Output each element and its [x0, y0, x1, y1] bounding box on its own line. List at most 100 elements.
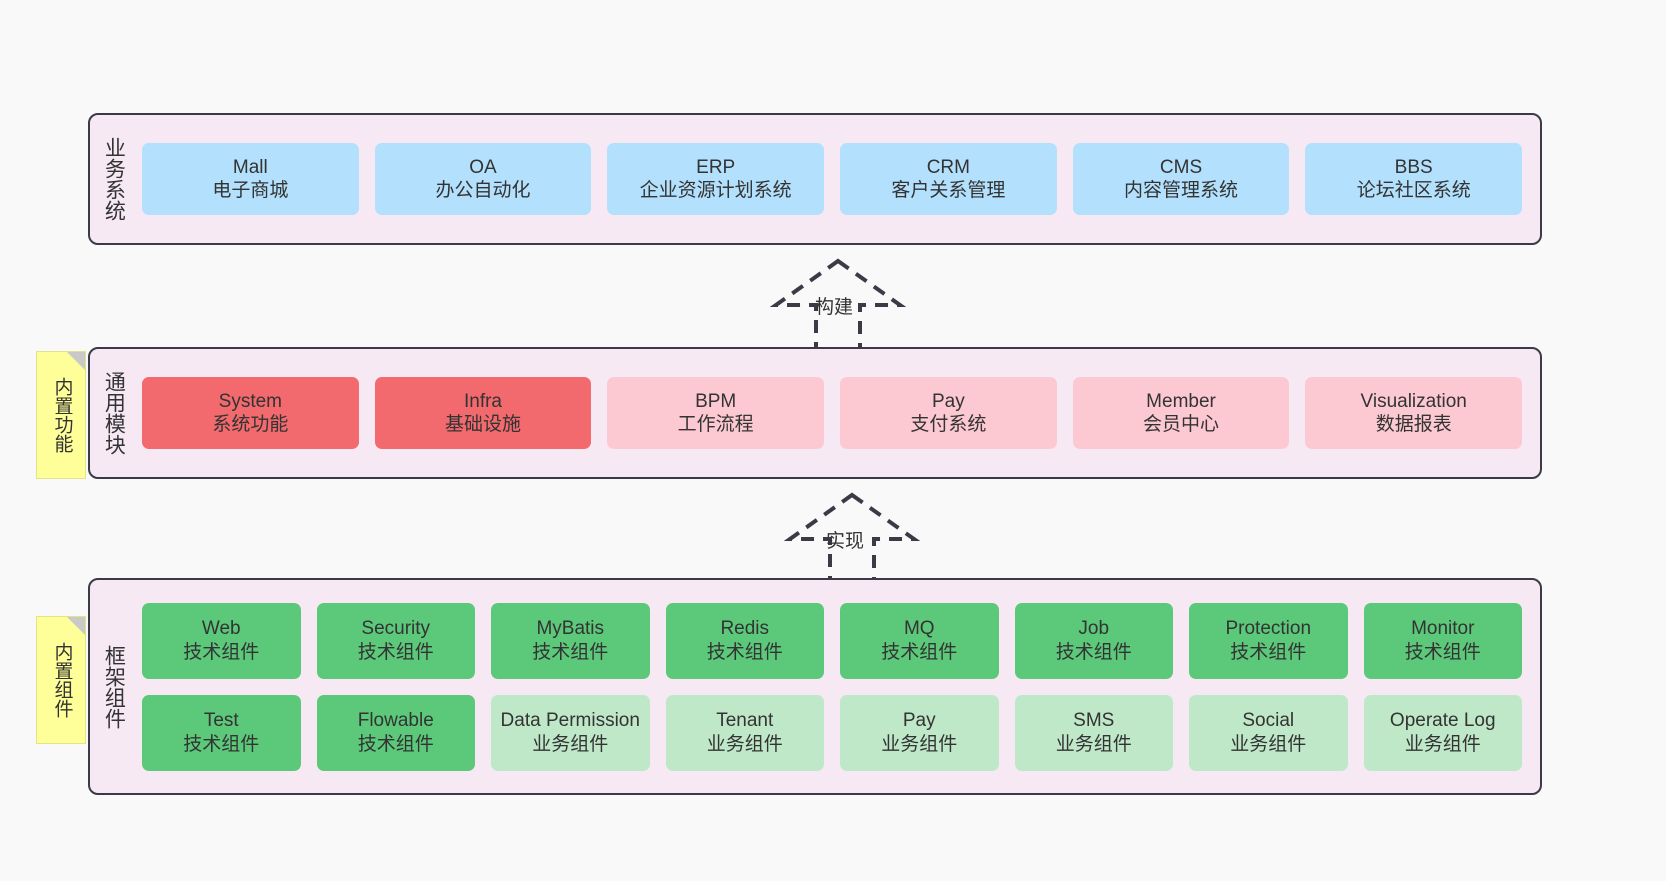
box-security-cn: 技术组件: [357, 641, 434, 663]
box-operate-log[interactable]: Operate Log 业务组件: [1363, 694, 1522, 771]
box-system-en: System: [218, 390, 283, 412]
box-cms-en: CMS: [1159, 156, 1203, 178]
box-flowable[interactable]: Flowable 技术组件: [316, 694, 475, 771]
note-built-in-features-label: 内置功能: [51, 377, 73, 453]
box-pay-module-en: Pay: [931, 390, 965, 412]
box-visualization-cn: 数据报表: [1375, 414, 1452, 435]
box-bpm-cn: 工作流程: [677, 414, 754, 435]
box-member-cn: 会员中心: [1143, 414, 1220, 435]
box-system[interactable]: System 系统功能: [142, 377, 359, 449]
box-bpm[interactable]: BPM 工作流程: [607, 377, 825, 449]
box-crm[interactable]: CRM 客户关系管理: [840, 143, 1057, 215]
box-system-cn: 系统功能: [212, 414, 289, 435]
row-framework-tech: Web 技术组件 Security 技术组件 MyBatis 技术组件 Redi…: [142, 602, 1522, 679]
box-social-en: Social: [1242, 710, 1295, 732]
layer-body-business-systems: Mall 电子商城 OA 办公自动化 ERP 企业资源计划系统 CRM 客户关系…: [136, 115, 1540, 243]
box-member[interactable]: Member 会员中心: [1072, 377, 1290, 449]
box-crm-cn: 客户关系管理: [891, 180, 1006, 201]
box-protection[interactable]: Protection 技术组件: [1189, 602, 1348, 679]
box-bpm-en: BPM: [695, 390, 737, 412]
box-sms[interactable]: SMS 业务组件: [1014, 694, 1173, 771]
layer-body-common-modules: System 系统功能 Infra 基础设施 BPM 工作流程 Pay 支付系统…: [136, 349, 1540, 477]
box-data-permission-cn: 业务组件: [532, 733, 609, 755]
box-web[interactable]: Web 技术组件: [142, 602, 301, 679]
box-infra-en: Infra: [463, 390, 503, 412]
box-crm-en: CRM: [926, 156, 970, 178]
box-web-cn: 技术组件: [183, 641, 260, 663]
box-protection-cn: 技术组件: [1230, 641, 1307, 663]
layer-body-framework-components: Web 技术组件 Security 技术组件 MyBatis 技术组件 Redi…: [136, 580, 1540, 793]
box-tenant-en: Tenant: [716, 710, 774, 732]
layer-common-modules: 通用模块 System 系统功能 Infra 基础设施 BPM 工作流程 Pay…: [88, 347, 1542, 479]
box-visualization[interactable]: Visualization 数据报表: [1305, 377, 1523, 449]
layer-title-framework-components: 框架组件: [102, 644, 126, 729]
box-data-permission-en: Data Permission: [500, 710, 640, 732]
box-mq-en: MQ: [903, 618, 935, 640]
box-oa-en: OA: [469, 156, 497, 178]
box-mall-cn: 电子商城: [212, 180, 289, 201]
box-visualization-en: Visualization: [1360, 390, 1467, 412]
box-mall-en: Mall: [232, 156, 268, 178]
box-redis-en: Redis: [720, 618, 770, 640]
box-bbs[interactable]: BBS 论坛社区系统: [1305, 143, 1523, 215]
arrow-implement-label: 实现: [826, 531, 865, 552]
box-job[interactable]: Job 技术组件: [1014, 602, 1173, 679]
row-business-systems: Mall 电子商城 OA 办公自动化 ERP 企业资源计划系统 CRM 客户关系…: [142, 143, 1523, 215]
box-web-en: Web: [201, 618, 241, 640]
layer-business-systems: 业务系统 Mall 电子商城 OA 办公自动化 ERP 企业资源计划系统 CRM…: [88, 113, 1542, 245]
box-pay-module-cn: 支付系统: [910, 414, 987, 435]
arrow-build: 构建: [748, 253, 928, 353]
note-built-in-components: 内置组件: [36, 616, 86, 744]
box-flowable-cn: 技术组件: [357, 733, 434, 755]
box-job-cn: 技术组件: [1055, 641, 1132, 663]
box-pay-component-cn: 业务组件: [881, 733, 958, 755]
box-cms-cn: 内容管理系统: [1124, 180, 1239, 201]
box-bbs-cn: 论坛社区系统: [1356, 180, 1471, 201]
box-erp[interactable]: ERP 企业资源计划系统: [607, 143, 825, 215]
box-bbs-en: BBS: [1394, 156, 1433, 178]
box-test-en: Test: [203, 710, 239, 732]
box-test-cn: 技术组件: [183, 733, 260, 755]
box-operate-log-cn: 业务组件: [1404, 733, 1481, 755]
layer-title-common-modules: 通用模块: [102, 371, 126, 455]
box-erp-cn: 企业资源计划系统: [639, 180, 792, 201]
box-mybatis[interactable]: MyBatis 技术组件: [491, 602, 650, 679]
box-flowable-en: Flowable: [357, 710, 434, 732]
box-mq[interactable]: MQ 技术组件: [840, 602, 999, 679]
note-built-in-features: 内置功能: [36, 351, 86, 479]
box-security[interactable]: Security 技术组件: [316, 602, 475, 679]
box-tenant[interactable]: Tenant 业务组件: [665, 694, 824, 771]
note-built-in-components-label: 内置组件: [51, 642, 73, 718]
row-common-modules: System 系统功能 Infra 基础设施 BPM 工作流程 Pay 支付系统…: [142, 377, 1523, 449]
box-sms-cn: 业务组件: [1055, 733, 1132, 755]
box-pay-component[interactable]: Pay 业务组件: [840, 694, 999, 771]
box-operate-log-en: Operate Log: [1389, 710, 1496, 732]
box-social-cn: 业务组件: [1230, 733, 1307, 755]
box-pay-module[interactable]: Pay 支付系统: [840, 377, 1057, 449]
box-oa[interactable]: OA 办公自动化: [374, 143, 592, 215]
box-infra-cn: 基础设施: [445, 414, 522, 435]
box-mall[interactable]: Mall 电子商城: [142, 143, 359, 215]
box-member-en: Member: [1146, 390, 1216, 412]
box-social[interactable]: Social 业务组件: [1189, 694, 1348, 771]
box-monitor[interactable]: Monitor 技术组件: [1363, 602, 1522, 679]
box-job-en: Job: [1078, 618, 1110, 640]
row-framework-business: Test 技术组件 Flowable 技术组件 Data Permission …: [142, 694, 1522, 771]
box-oa-cn: 办公自动化: [435, 180, 531, 201]
box-redis-cn: 技术组件: [706, 641, 783, 663]
box-infra[interactable]: Infra 基础设施: [374, 377, 592, 449]
box-data-permission[interactable]: Data Permission 业务组件: [491, 694, 650, 771]
arrow-implement: 实现: [762, 487, 942, 587]
box-mybatis-cn: 技术组件: [532, 641, 609, 663]
layer-framework-components: 框架组件 Web 技术组件 Security 技术组件 MyBatis 技术组件…: [88, 578, 1542, 795]
box-cms[interactable]: CMS 内容管理系统: [1072, 143, 1290, 215]
box-redis[interactable]: Redis 技术组件: [665, 602, 824, 679]
box-test[interactable]: Test 技术组件: [142, 694, 301, 771]
arrow-build-label: 构建: [815, 297, 854, 318]
box-sms-en: SMS: [1073, 710, 1115, 732]
box-mq-cn: 技术组件: [881, 641, 958, 663]
box-security-en: Security: [361, 618, 431, 640]
box-erp-en: ERP: [696, 156, 736, 178]
box-tenant-cn: 业务组件: [706, 733, 783, 755]
